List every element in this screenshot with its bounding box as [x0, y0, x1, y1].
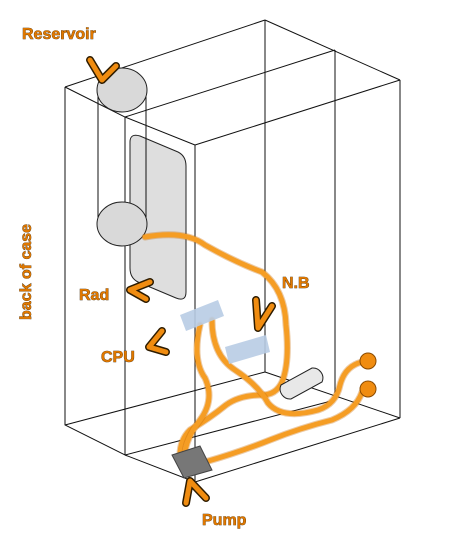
pump-arrow — [182, 477, 210, 507]
label-rad: Rad — [79, 287, 109, 304]
label-cpu: CPU — [101, 349, 135, 366]
reservoir-arrow — [86, 56, 120, 84]
label-reservoir: Reservoir — [22, 26, 96, 43]
drive-bay-slot — [279, 367, 324, 400]
port-lower — [359, 380, 377, 398]
reservoir — [96, 67, 148, 247]
nb-arrow — [252, 296, 276, 332]
port-upper — [359, 352, 377, 370]
cpu-waterblock — [180, 300, 224, 331]
coolant-tubing — [141, 231, 366, 466]
radiator — [129, 134, 187, 300]
label-nb: N.B — [282, 275, 310, 292]
rad-arrow — [126, 278, 154, 303]
northbridge-waterblock — [225, 335, 270, 364]
pump — [171, 445, 213, 479]
label-back-of-case: back of case — [18, 224, 35, 320]
label-pump: Pump — [202, 512, 247, 529]
cpu-arrow — [145, 327, 170, 356]
